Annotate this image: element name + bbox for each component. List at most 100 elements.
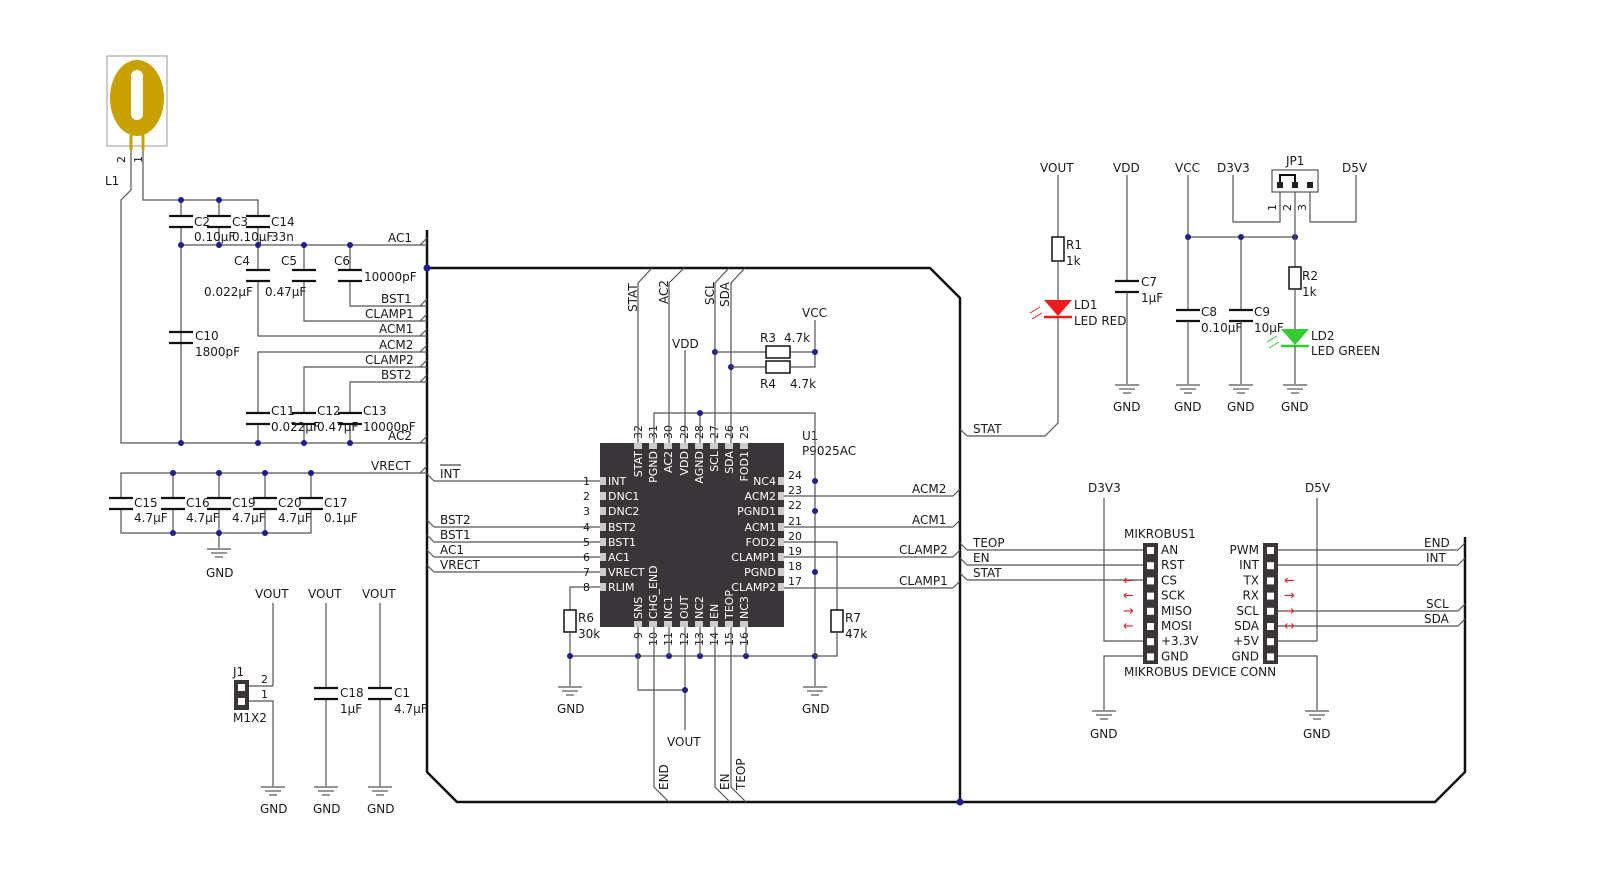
d3v3-label-mb: D3V3 [1088, 481, 1121, 495]
junctions-vrect [170, 470, 314, 536]
vout-label-u1: VOUT [667, 735, 701, 749]
ic-pin-name: FOD2 [746, 536, 776, 549]
header-pin [1147, 592, 1154, 600]
c15-val: 4.7µF [134, 511, 168, 525]
header-pin [1147, 562, 1154, 570]
r2-ref: R2 [1302, 269, 1318, 283]
net-teop-mb: TEOP [972, 536, 1005, 550]
net-bst2-u1: BST2 [440, 513, 471, 527]
ic-pin-name: CLAMP1 [731, 551, 776, 564]
mikrobus-left-pin-label: GND [1161, 649, 1189, 663]
vout-label-led1: VOUT [1040, 161, 1074, 175]
signal-direction-icon: ← [1123, 589, 1134, 604]
net-ac2-top: AC2 [657, 280, 671, 304]
mikrobus-left-pin-label: MOSI [1161, 619, 1192, 633]
r4-ref: R4 [760, 377, 776, 391]
c11-val: 0.022µF [271, 420, 320, 434]
ic-pin-name: SDA [723, 451, 736, 474]
r4-val: 4.7k [790, 377, 816, 391]
mikrobus-left-pin-label: SCK [1161, 589, 1186, 603]
d3v3-label-jp1: D3V3 [1217, 161, 1250, 175]
net-end-mb: END [1424, 536, 1450, 550]
c16-val: 4.7µF [186, 511, 220, 525]
c6-val: 10000pF [364, 270, 417, 284]
ic-pin-pad [740, 443, 748, 449]
ic-pin-pad [600, 553, 606, 561]
ic-pin-number: 8 [583, 581, 590, 594]
r6-val: 30k [578, 627, 600, 641]
net-teop-bottom: TEOP [734, 758, 748, 791]
c7-ref: C7 [1141, 275, 1157, 289]
mikrobus-right-pin-label: GND [1231, 649, 1259, 663]
ic-pin-pad [634, 443, 642, 449]
c10-ref: C10 [195, 329, 219, 343]
ic-pin-pad [649, 443, 657, 449]
ic-pin-pad [600, 477, 606, 485]
ld1-val: LED RED [1074, 314, 1126, 328]
ld1-ref: LD1 [1074, 298, 1098, 312]
c18-val: 1µF [340, 702, 362, 716]
header-pin [1267, 607, 1274, 615]
c19-ref: C19 [232, 496, 256, 510]
bus-junction [423, 264, 431, 272]
ic-pin-name: INT [608, 475, 626, 488]
ic-pin-name: NC1 [662, 596, 675, 619]
header-pin [1267, 653, 1274, 661]
r3-r4-pullups [715, 320, 818, 374]
gnd-label-c18: GND [313, 802, 341, 816]
gnd-label-j1: GND [260, 802, 288, 816]
bus-entries-left [419, 237, 428, 474]
vout-label-j1: VOUT [255, 587, 289, 601]
vdd-label-c7: VDD [1113, 161, 1140, 175]
signal-direction-icon: ← [1123, 619, 1134, 634]
net-ac1-u1: AC1 [440, 543, 464, 557]
net-stat-mb: STAT [973, 566, 1002, 580]
gnd-label-mb-right: GND [1303, 727, 1331, 741]
header-pin [1267, 562, 1274, 570]
c7-section [1114, 175, 1140, 394]
net-vrect-u1: VRECT [440, 558, 481, 572]
jp1-pin3: 3 [1296, 204, 1309, 211]
net-sda-mb: SDA [1424, 612, 1450, 626]
j1-pin2: 2 [261, 673, 268, 686]
ic-pin-name: CLAMP2 [731, 581, 776, 594]
ic-pin-name: AC2 [662, 451, 675, 473]
net-scl-top: SCL [703, 282, 717, 305]
ld2-ref: LD2 [1311, 329, 1335, 343]
ic-pin-pad [600, 568, 606, 576]
ic-pin-name: BST1 [608, 536, 636, 549]
gnd-label-c1: GND [367, 802, 395, 816]
mikrobus-ref: MIKROBUS1 [1124, 527, 1196, 541]
header-pin [1147, 623, 1154, 630]
header-pin [1147, 638, 1154, 646]
r2-val: 1k [1302, 285, 1317, 299]
ic-pin-number: 19 [788, 545, 802, 558]
ic-pin-pad [695, 621, 703, 627]
mikrobus-right-pin-label: SDA [1234, 619, 1260, 633]
ic-pin-pad [600, 583, 606, 591]
mikrobus-left-pin-label: +3.3V [1161, 634, 1199, 648]
signal-direction-icon: ↔ [1284, 619, 1295, 634]
ic-pin-number: 20 [788, 530, 802, 543]
ic-pin-pad [725, 621, 733, 627]
ic-pin-pad [778, 477, 784, 485]
r3-val: 4.7k [784, 331, 810, 345]
c13-ref: C13 [363, 404, 387, 418]
bus-junction [956, 798, 964, 806]
ic-pin-name: SNS [632, 597, 645, 619]
ic-pin-pad [778, 538, 784, 546]
ic-pin-name: AGND [693, 451, 706, 484]
ic-pin-name: PGND1 [737, 505, 776, 518]
led1-section [959, 175, 1072, 437]
header-pin [1147, 577, 1154, 585]
c17-ref: C17 [324, 496, 348, 510]
gnd-label-c8: GND [1174, 400, 1202, 414]
vdd-label-u1: VDD [672, 337, 699, 351]
ic-pin-name: NC2 [693, 596, 706, 619]
c14-ref: C14 [271, 215, 295, 229]
c11-ref: C11 [271, 404, 295, 418]
